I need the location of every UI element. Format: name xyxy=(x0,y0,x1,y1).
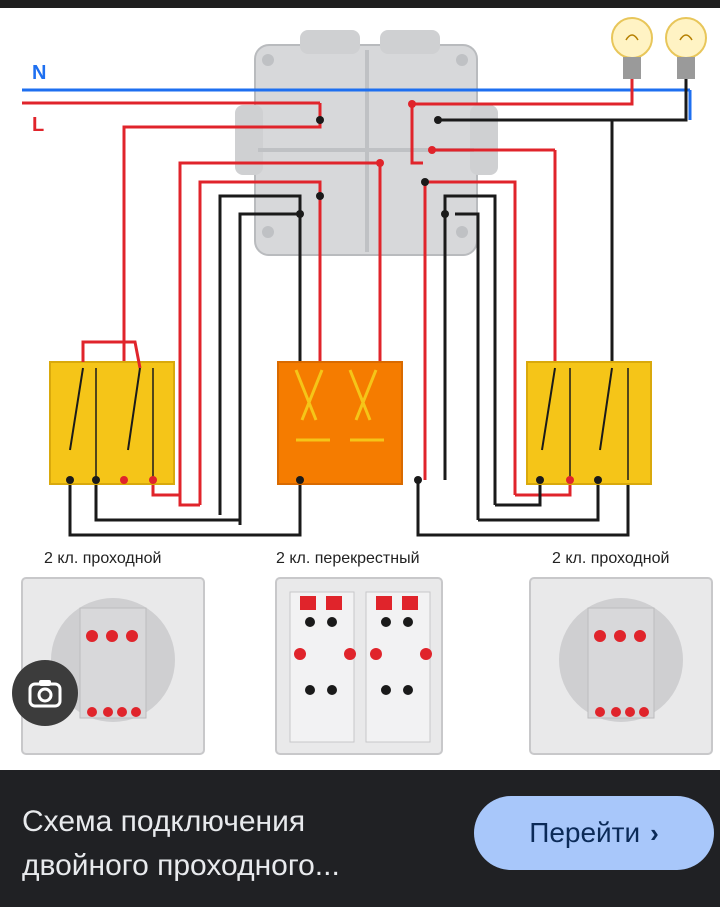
left-switch-wires xyxy=(68,161,382,537)
line-label: L xyxy=(32,114,45,136)
image-top-strip xyxy=(0,0,720,8)
lens-button[interactable] xyxy=(12,660,78,726)
wiring-diagram xyxy=(21,17,713,755)
result-image[interactable]: N L 2 кл. проходной 2 кл. перекрестный 2… xyxy=(0,0,720,770)
chevron-right-icon: › xyxy=(650,817,659,848)
neutral-label: N xyxy=(32,62,47,84)
caption-line-2: двойного проходного... xyxy=(22,849,340,882)
right-switch-caption: 2 кл. проходной xyxy=(552,550,670,567)
right-pass-switch xyxy=(526,361,652,485)
right-switch-photo xyxy=(529,577,713,755)
left-pass-switch xyxy=(49,340,175,485)
caption-line-1: Схема подключения xyxy=(22,805,306,838)
lamp-icon xyxy=(611,17,707,79)
cross-switch xyxy=(277,361,403,485)
go-button-label: Перейти xyxy=(529,817,641,848)
junction-box xyxy=(235,30,498,256)
right-switch-wires xyxy=(416,180,630,537)
go-button[interactable]: Перейти › xyxy=(474,796,714,870)
result-caption[interactable]: Схема подключения двойного проходного... xyxy=(22,800,462,888)
left-switch-caption: 2 кл. проходной xyxy=(44,550,162,567)
camera-lens-icon xyxy=(28,680,62,708)
junction-dots xyxy=(66,116,602,484)
cross-switch-photo xyxy=(275,577,443,755)
cross-switch-caption: 2 кл. перекрестный xyxy=(276,550,420,567)
